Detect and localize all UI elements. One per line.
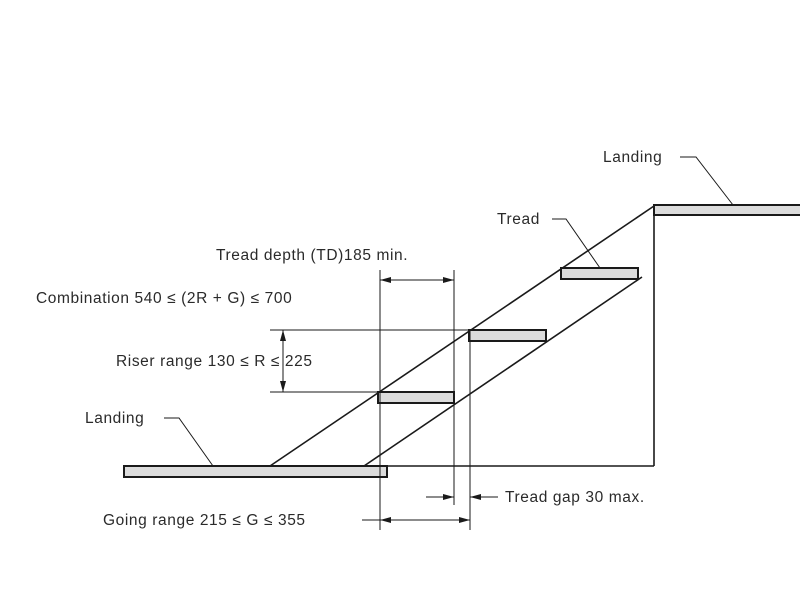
landing-top-plate: [653, 204, 800, 216]
landing-bottom-label: Landing: [85, 410, 144, 427]
riser-arrow-bottom: [280, 381, 286, 392]
stair-structure: [269, 205, 655, 467]
lower-stringer: [363, 276, 643, 467]
plates: [123, 204, 800, 478]
tread-plate-2: [468, 329, 547, 342]
tread-plate-1: [377, 391, 455, 404]
riser-range-label: Riser range 130 ≤ R ≤ 225: [116, 353, 313, 370]
td-arrow-left: [380, 277, 391, 283]
tread-depth-label: Tread depth (TD)185 min.: [216, 247, 408, 264]
tread-leader: [552, 218, 601, 269]
landing-top-label: Landing: [603, 149, 662, 166]
upper-stringer: [269, 205, 655, 467]
going-range-label: Going range 215 ≤ G ≤ 355: [103, 512, 306, 529]
text-labels: Landing Tread Tread depth (TD)185 min. C…: [36, 149, 662, 529]
callout-leaders: [164, 156, 734, 467]
going-arrow-right: [459, 517, 470, 523]
td-arrow-right: [443, 277, 454, 283]
tread-plate-3: [560, 267, 639, 280]
dimension-lines: [270, 270, 498, 530]
gap-arrow-left: [443, 494, 454, 500]
going-arrow-left: [380, 517, 391, 523]
gap-arrow-right: [470, 494, 481, 500]
tread-gap-label: Tread gap 30 max.: [505, 489, 645, 506]
landing-bottom-leader: [164, 417, 214, 467]
landing-top-leader: [680, 156, 734, 206]
landing-bottom-plate: [123, 465, 388, 478]
tread-label: Tread: [497, 211, 540, 228]
combination-label: Combination 540 ≤ (2R + G) ≤ 700: [36, 290, 292, 307]
riser-arrow-top: [280, 330, 286, 341]
